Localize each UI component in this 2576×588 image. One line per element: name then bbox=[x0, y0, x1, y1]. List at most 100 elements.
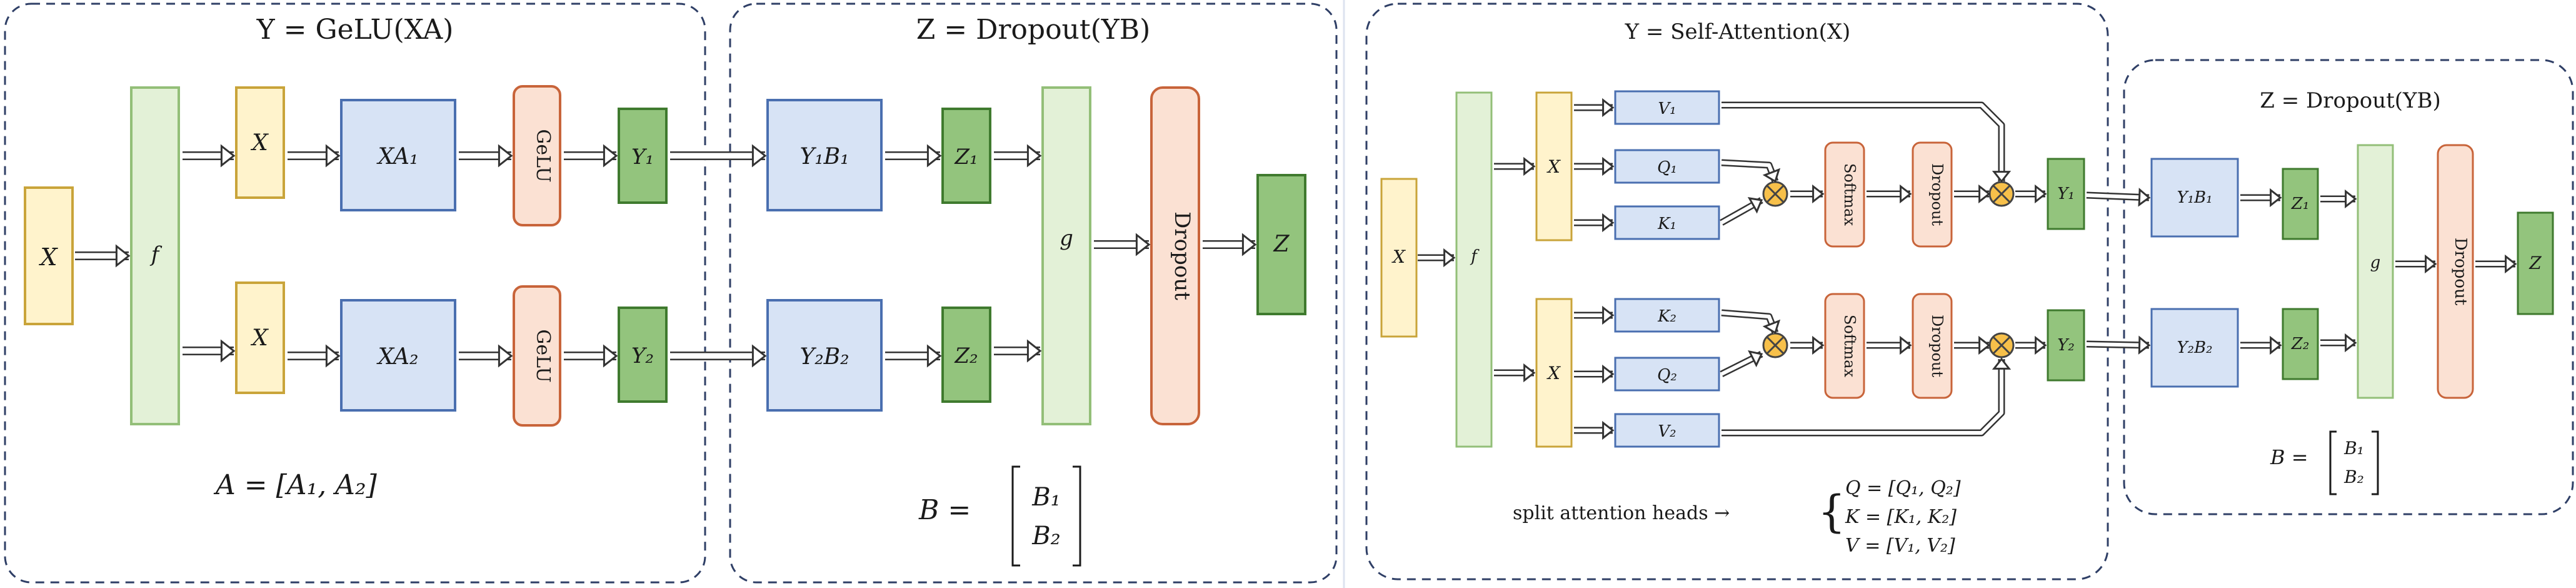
attn-x-box-top bbox=[1535, 91, 1573, 241]
arrow-x-to-k1 bbox=[1574, 213, 1615, 233]
gelu-box-bottom bbox=[513, 285, 561, 427]
k-split-equation: K = [K₁, K₂] bbox=[1845, 506, 1957, 528]
attn-arrow-y2-to-y2b2 bbox=[2086, 335, 2151, 355]
attn-arrow-y1-to-y1b1 bbox=[2086, 188, 2151, 207]
arrow-matmul-to-softmax-bottom bbox=[1790, 335, 1825, 355]
k1-box bbox=[1614, 205, 1720, 240]
attn-arrow-g-to-dropout bbox=[2395, 254, 2437, 274]
arrow-f-to-x-top bbox=[183, 144, 236, 168]
b-equation-lhs-left: B = bbox=[918, 494, 971, 526]
attn-y1b1-box bbox=[2150, 158, 2239, 238]
attn-dropout-label-top: Dropout bbox=[1928, 163, 1946, 226]
attn-arrow-f-to-x-bottom bbox=[1494, 363, 1536, 383]
matmul-icon-bottom-2 bbox=[1988, 332, 2015, 358]
z-output-label-left: Z bbox=[1273, 231, 1290, 257]
attn-z1-label: Z₁ bbox=[2291, 195, 2310, 213]
arrow-xa2-to-gelu bbox=[459, 344, 513, 368]
attn-z-output-box bbox=[2517, 211, 2554, 315]
arrow-x-to-v1 bbox=[1574, 98, 1615, 118]
g-op-label: g bbox=[1060, 226, 1073, 251]
x-box-bottom bbox=[235, 281, 285, 394]
attn-y2-label: Y₂ bbox=[2057, 336, 2075, 355]
xa2-box bbox=[340, 299, 456, 412]
attn-dropout-label-bottom: Dropout bbox=[1928, 315, 1946, 377]
matmul-icon-bottom-1 bbox=[1762, 332, 1788, 358]
y2-box bbox=[618, 307, 668, 403]
mlp-title: Y = GeLU(XA) bbox=[256, 14, 454, 46]
arrow-x-to-xa2 bbox=[288, 344, 341, 368]
softmax-box-top bbox=[1824, 141, 1865, 248]
gelu-box-top bbox=[513, 85, 561, 226]
arrow-xa1-to-gelu bbox=[459, 144, 513, 168]
attn-dropout-label-final: Dropout bbox=[2451, 238, 2470, 306]
attn-x-label-top: X bbox=[1546, 156, 1561, 177]
arrow-dropout-to-matmul-top bbox=[1954, 184, 1991, 204]
left-arrows bbox=[75, 144, 1257, 368]
x-label-top: X bbox=[250, 130, 269, 156]
f-op-box bbox=[130, 86, 180, 425]
arrow-softmax-to-dropout-bottom bbox=[1867, 335, 1912, 355]
dropout-box-left bbox=[1150, 86, 1200, 425]
y1b1-label: Y₁B₁ bbox=[799, 144, 849, 170]
arrow-v1-to-matmul bbox=[1722, 101, 2012, 183]
attn-z2-box bbox=[2282, 308, 2319, 380]
attn-z1-box bbox=[2282, 168, 2319, 240]
y1-label: Y₁ bbox=[631, 144, 654, 170]
attn-x-label-bottom: X bbox=[1546, 363, 1561, 383]
z1-label: Z₁ bbox=[954, 144, 978, 170]
split-brace: { bbox=[1818, 486, 1846, 537]
dropout-title-left: Z = Dropout(YB) bbox=[916, 14, 1151, 46]
x-label-bottom: X bbox=[250, 325, 269, 351]
attn-g-op-box bbox=[2357, 144, 2394, 399]
z2-label: Z₂ bbox=[954, 343, 978, 368]
attn-dropout-box-top bbox=[1912, 141, 1953, 248]
k1-label: K₁ bbox=[1657, 215, 1676, 233]
input-x-label: X bbox=[38, 243, 58, 271]
dropout-label-left: Dropout bbox=[1170, 211, 1195, 300]
attn-g-op-label: g bbox=[2370, 253, 2381, 272]
g-op-box bbox=[1041, 86, 1091, 425]
attn-arrow-x-to-f bbox=[1418, 248, 1456, 268]
attn-arrow-z1-to-g bbox=[2320, 189, 2357, 209]
b2-entry-left: B₂ bbox=[1031, 522, 1060, 550]
arrow-dropout-to-matmul-bottom bbox=[1954, 335, 1991, 355]
arrow-x-to-q1 bbox=[1574, 156, 1615, 176]
v-split-equation: V = [V₁, V₂] bbox=[1845, 535, 1955, 557]
a-equation: A = [A₁, A₂] bbox=[213, 469, 378, 501]
arrow-z2-to-g bbox=[994, 339, 1042, 363]
k2-label: K₂ bbox=[1657, 307, 1676, 326]
v1-box bbox=[1614, 90, 1720, 125]
b2-entry-right: B₂ bbox=[2343, 467, 2364, 487]
arrow-f-to-x-bottom bbox=[183, 339, 236, 363]
attn-y2b2-label: Y₂B₂ bbox=[2177, 338, 2212, 357]
arrow-g-to-dropout bbox=[1094, 233, 1151, 256]
attn-input-x-box bbox=[1380, 178, 1418, 338]
attn-y2-box bbox=[2047, 309, 2085, 382]
arrow-q1-to-matmul bbox=[1721, 159, 1781, 183]
arrow-dropout-to-z bbox=[1203, 233, 1257, 256]
arrow-x-to-f bbox=[75, 244, 131, 268]
b-matrix-brackets-right bbox=[2329, 430, 2379, 495]
arrow-x-to-v2 bbox=[1574, 420, 1615, 440]
b1-entry-right: B₁ bbox=[2343, 438, 2364, 459]
softmax-box-bottom bbox=[1824, 293, 1865, 399]
attention-title: Y = Self-Attention(X) bbox=[1625, 19, 1851, 44]
dropout-title-right: Z = Dropout(YB) bbox=[2260, 88, 2440, 113]
k2-box bbox=[1614, 298, 1720, 333]
attn-y2b2-box bbox=[2150, 308, 2239, 388]
arrow-y2b2-to-z2 bbox=[885, 344, 942, 368]
z1-box bbox=[941, 108, 991, 204]
gelu-label-top: GeLU bbox=[532, 129, 554, 182]
split-heads-label: split attention heads → bbox=[1513, 502, 1730, 524]
arrow-q2-to-matmul bbox=[1720, 350, 1763, 377]
arrow-y2-to-y2b2 bbox=[670, 344, 767, 368]
arrow-y1b1-to-z1 bbox=[885, 144, 942, 168]
gelu-label-bottom: GeLU bbox=[532, 329, 554, 382]
q1-label: Q₁ bbox=[1657, 158, 1677, 177]
arrow-gelu-to-y1 bbox=[564, 144, 618, 168]
matmul-icon-top-2 bbox=[1988, 181, 2015, 207]
arrow-x-to-q2 bbox=[1574, 364, 1615, 384]
y2b2-label: Y₂B₂ bbox=[799, 344, 849, 370]
attn-arrow-dropout-to-z bbox=[2475, 254, 2517, 274]
